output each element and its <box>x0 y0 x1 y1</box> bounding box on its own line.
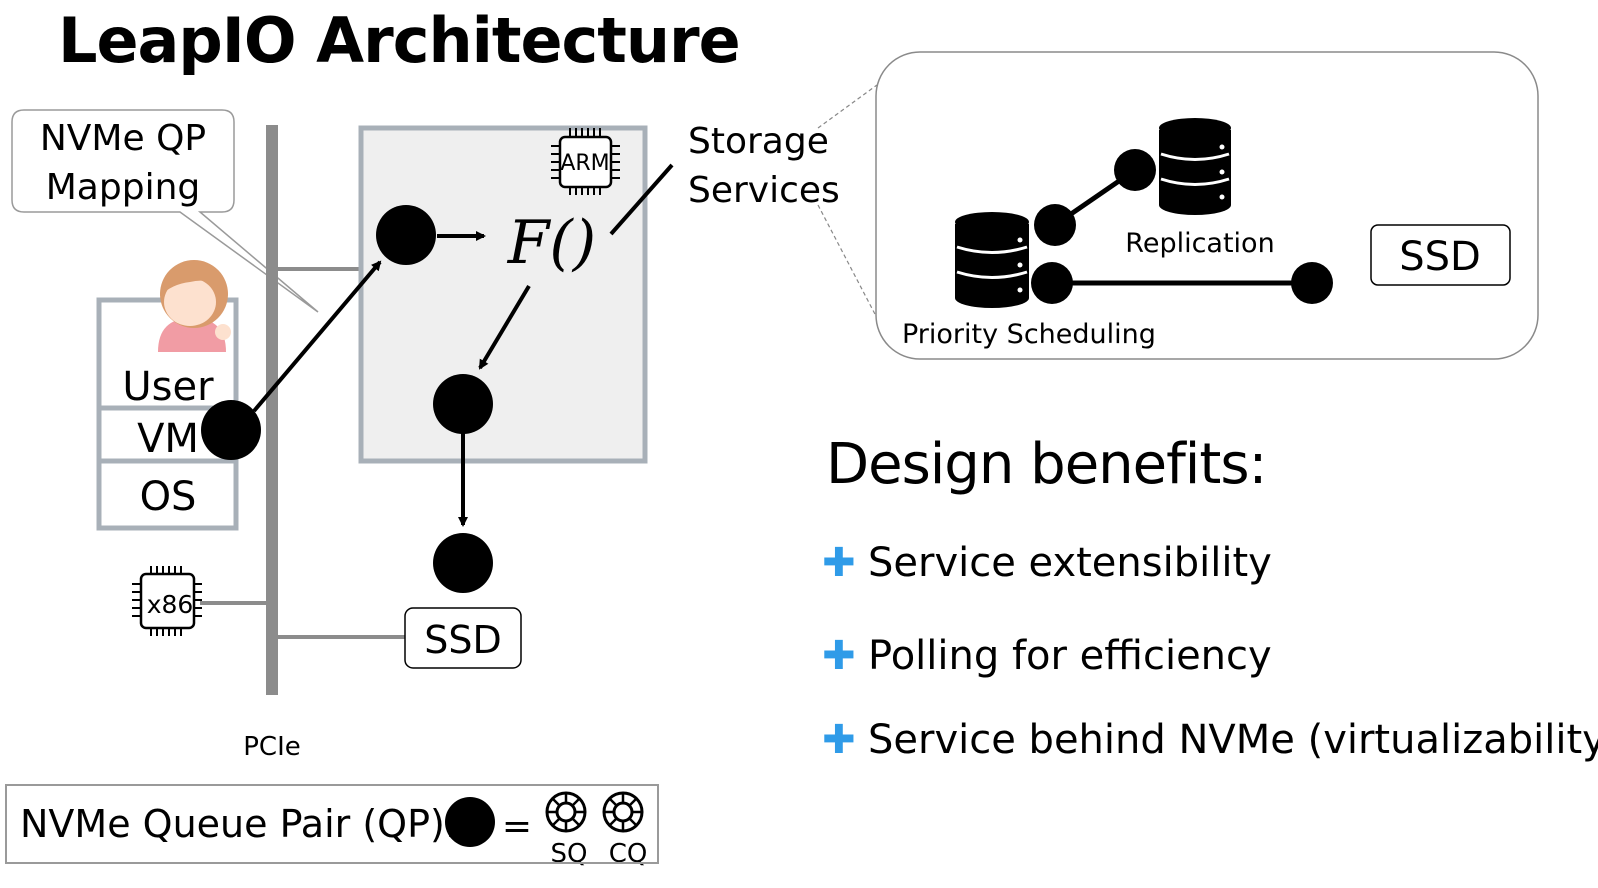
submission-queue-ring-icon <box>545 791 587 833</box>
function-to-qp-arrow <box>478 284 531 370</box>
benefits-heading: Design benefits: <box>826 432 1267 497</box>
ssd-label: SSD <box>424 618 502 662</box>
callout-line-2: Mapping <box>46 167 201 208</box>
legend-cq-label: CQ <box>609 839 648 869</box>
replication-source-node <box>1034 204 1076 246</box>
storage-services-line-2: Services <box>688 170 840 211</box>
arm-queue-pair-node <box>376 205 436 265</box>
arm-chip-icon: ARM <box>551 128 620 195</box>
storage-services-line-1: Storage <box>688 121 829 162</box>
benefit-item: ✚ Polling for efficiency <box>822 633 1272 679</box>
legend-sq-label: SQ <box>551 839 588 869</box>
replication-target-node <box>1114 149 1156 191</box>
x86-chip-label: x86 <box>147 590 194 619</box>
plus-icon: ✚ <box>822 633 856 679</box>
storage-services-inset: Replication Priority Scheduling SSD <box>875 51 1539 360</box>
pcie-label: PCIe <box>243 732 301 762</box>
function-to-services-line <box>609 163 674 236</box>
priority-scheduling-label: Priority Scheduling <box>902 319 1156 350</box>
benefit-text: Service behind NVMe (virtualizability) <box>868 717 1598 763</box>
database-icon-primary <box>955 212 1029 308</box>
benefit-text: Polling for efficiency <box>868 633 1272 679</box>
legend-queue-pair-node <box>445 797 495 847</box>
os-label: OS <box>140 474 197 520</box>
callout-line-1: NVMe QP <box>40 118 206 159</box>
qp-mapping-callout: NVMe QP Mapping <box>11 109 319 313</box>
service-function-label: F() <box>507 208 596 278</box>
scheduling-target-node <box>1291 262 1333 304</box>
zoom-line-top <box>817 84 878 129</box>
vm-queue-pair-node <box>201 400 261 460</box>
plus-icon: ✚ <box>822 717 856 763</box>
vm-to-arm-arrow <box>252 260 382 413</box>
legend-label: NVMe Queue Pair (QP): <box>20 802 458 846</box>
inset-ssd-label: SSD <box>1399 234 1481 280</box>
legend-box <box>5 784 659 864</box>
x86-chip-icon: x86 <box>132 566 202 636</box>
database-icon-replica <box>1159 118 1231 215</box>
legend-icons: = SQ CQ <box>445 791 648 869</box>
pcie-bus <box>266 125 278 695</box>
replication-label: Replication <box>1125 228 1274 259</box>
user-avatar-icon <box>158 260 231 352</box>
benefit-text: Service extensibility <box>868 540 1272 586</box>
user-label: User <box>122 364 214 410</box>
scheduling-source-node <box>1031 262 1073 304</box>
arm-output-queue-pair-node <box>433 374 493 434</box>
ssd-box <box>404 607 522 669</box>
page-title: LeapIO Architecture <box>58 4 741 77</box>
arm-chip-label: ARM <box>560 151 609 176</box>
benefit-item: ✚ Service extensibility <box>822 540 1272 586</box>
plus-icon: ✚ <box>822 540 856 586</box>
inset-ssd-box <box>1370 224 1511 286</box>
vm-label: VM <box>137 416 199 462</box>
legend-equals: = <box>502 806 532 847</box>
benefit-item: ✚ Service behind NVMe (virtualizability) <box>822 717 1598 763</box>
ssd-queue-pair-node <box>433 533 493 593</box>
zoom-line-bottom <box>817 204 878 319</box>
completion-queue-ring-icon <box>602 791 644 833</box>
